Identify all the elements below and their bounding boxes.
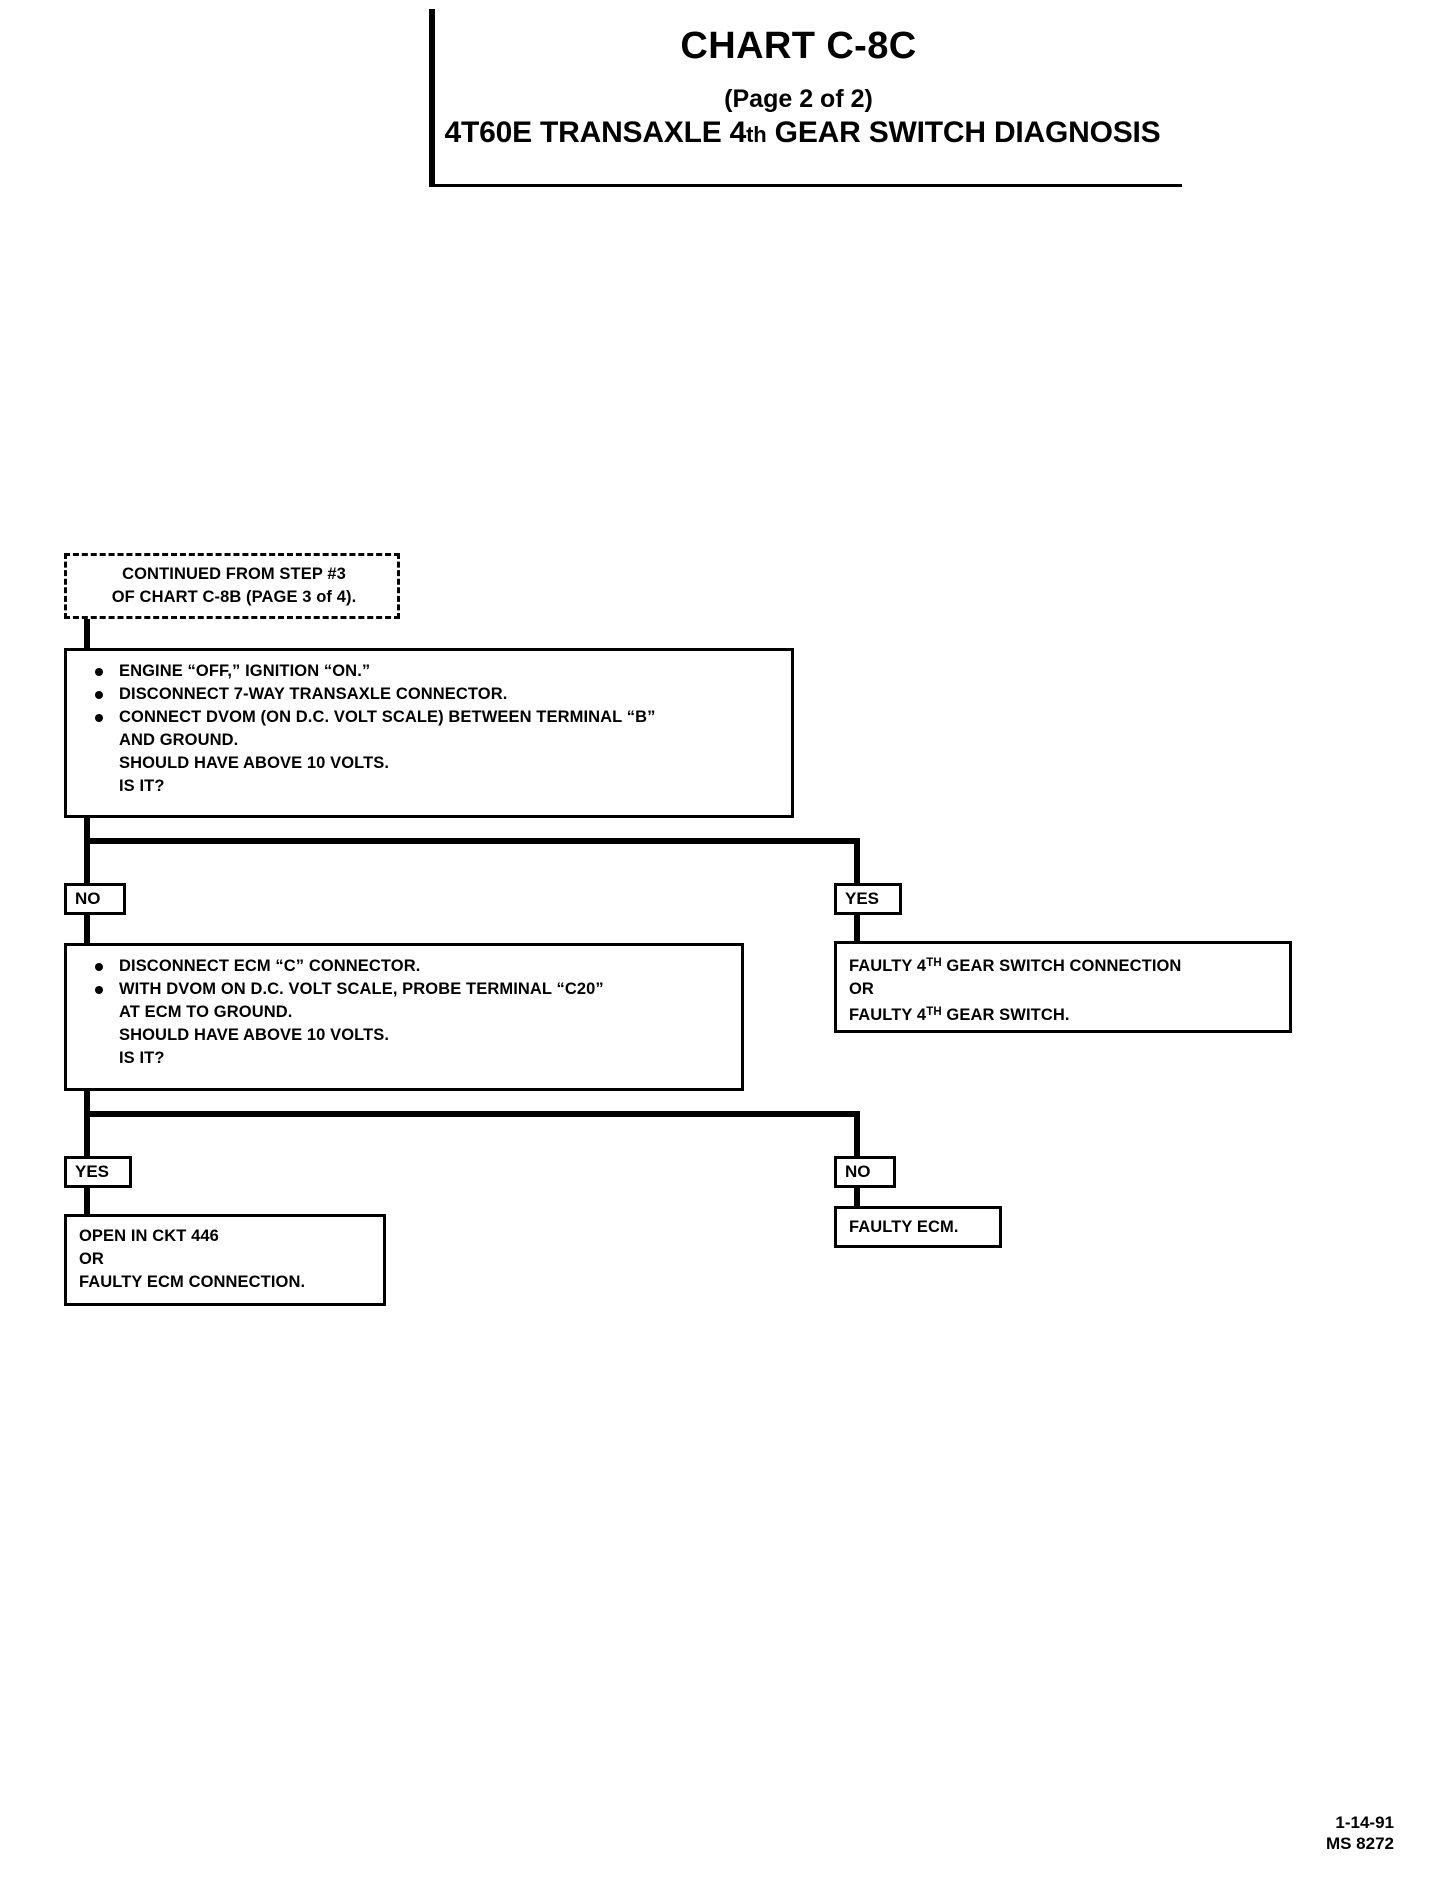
result-open-ckt-line2: OR [79, 1250, 104, 1268]
result-open-ckt-line3: FAULTY ECM CONNECTION. [79, 1273, 306, 1291]
connector-step2-horizontal [84, 1111, 860, 1117]
connector-no-tag-to-step2 [84, 915, 90, 943]
result-gear-switch-line3-part2: GEAR SWITCH. [941, 1006, 1070, 1024]
page-subtitle-part2: GEAR SWITCH DIAGNOSIS [766, 116, 1161, 149]
step2-branch-yes-tag: YES [64, 1156, 132, 1188]
result-gear-switch-line3-ordinal: TH [926, 1006, 942, 1018]
connector-step2-to-no [854, 1111, 860, 1156]
step2-branch-no-tag: NO [834, 1156, 896, 1188]
connector-step1-to-yes [854, 838, 860, 883]
footer-code: MS 8272 [1325, 1834, 1394, 1853]
result-faulty-ecm-line1: FAULTY ECM. [849, 1218, 959, 1236]
result-faulty-gear-switch-box: FAULTY 4TH GEAR SWITCH CONNECTION OR FAU… [834, 941, 1292, 1033]
result-gear-switch-line2: OR [849, 980, 874, 998]
step2-instruction-box: DISCONNECT ECM “C” CONNECTOR. WITH DVOM … [64, 943, 744, 1091]
result-faulty-ecm-box: FAULTY ECM. [834, 1206, 1002, 1248]
connector-step1-stem [84, 818, 90, 844]
result-gear-switch-line3-part1: FAULTY 4 [849, 1006, 927, 1024]
connector-step1-to-no [84, 838, 90, 883]
connector-step2-to-yes [84, 1111, 90, 1156]
result-gear-switch-line3: FAULTY 4TH GEAR SWITCH. [849, 1001, 1281, 1027]
step1-bullet-1: ENGINE “OFF,” IGNITION “ON.” [81, 660, 781, 683]
connector-no-tag-to-result3 [854, 1188, 860, 1214]
result-open-ckt-line1: OPEN IN CKT 446 [79, 1227, 219, 1245]
step2-bullet-2-cont-3: IS IT? [119, 1049, 165, 1067]
footer-date: 1-14-91 [1335, 1813, 1394, 1832]
page-title: CHART C-8C [680, 25, 917, 67]
result-gear-switch-line1-part1: FAULTY 4 [849, 957, 927, 975]
step2-bullet-2: WITH DVOM ON D.C. VOLT SCALE, PROBE TERM… [81, 978, 731, 1001]
connector-step1-horizontal [84, 838, 860, 844]
step2-bullet-list: DISCONNECT ECM “C” CONNECTOR. WITH DVOM … [81, 955, 731, 1070]
connector-yes-tag-to-result1 [854, 915, 860, 941]
step2-bullet-1: DISCONNECT ECM “C” CONNECTOR. [81, 955, 731, 978]
footer: 1-14-91 MS 8272 [1326, 1812, 1394, 1854]
continued-from-box: CONTINUED FROM STEP #3 OF CHART C-8B (PA… [64, 553, 400, 619]
step2-bullet-2-cont-2: SHOULD HAVE ABOVE 10 VOLTS. [119, 1026, 390, 1044]
continued-from-line1: CONTINUED FROM STEP #3 [122, 565, 346, 583]
step1-bullet-3-cont-1: AND GROUND. [119, 731, 239, 749]
step1-bullet-2: DISCONNECT 7-WAY TRANSAXLE CONNECTOR. [81, 683, 781, 706]
step2-bullet-2-cont-1: AT ECM TO GROUND. [119, 1003, 293, 1021]
step1-bullet-list: ENGINE “OFF,” IGNITION “ON.” DISCONNECT … [81, 660, 781, 798]
title-block: CHART C-8C (Page 2 of 2) 4T60E TRANSAXLE… [429, 9, 1182, 187]
connector-step2-stem [84, 1091, 90, 1117]
result-gear-switch-line1-part2: GEAR SWITCH CONNECTION [941, 957, 1182, 975]
step1-branch-no-tag: NO [64, 883, 126, 915]
step1-instruction-box: ENGINE “OFF,” IGNITION “ON.” DISCONNECT … [64, 648, 794, 818]
result-gear-switch-line1: FAULTY 4TH GEAR SWITCH CONNECTION [849, 952, 1281, 978]
step1-branch-yes-tag: YES [834, 883, 902, 915]
connector-yes-tag-to-result2 [84, 1188, 90, 1214]
page-subtitle-ordinal: th [746, 122, 767, 147]
step1-bullet-3-cont-2: SHOULD HAVE ABOVE 10 VOLTS. [119, 754, 390, 772]
result-gear-switch-line1-ordinal: TH [926, 957, 942, 969]
continued-from-line2: OF CHART C-8B (PAGE 3 of 4). [111, 588, 357, 606]
page-subtitle: 4T60E TRANSAXLE 4th GEAR SWITCH DIAGNOSI… [432, 116, 1173, 150]
connector-continued-to-step1 [84, 619, 90, 648]
step1-bullet-3: CONNECT DVOM (ON D.C. VOLT SCALE) BETWEE… [81, 706, 781, 729]
title-block-border [432, 9, 1182, 187]
result-open-ckt-box: OPEN IN CKT 446 OR FAULTY ECM CONNECTION… [64, 1214, 386, 1306]
step1-bullet-3-cont-3: IS IT? [119, 777, 165, 795]
page-number-label: (Page 2 of 2) [724, 85, 873, 113]
page-subtitle-part1: 4T60E TRANSAXLE 4 [444, 116, 747, 149]
